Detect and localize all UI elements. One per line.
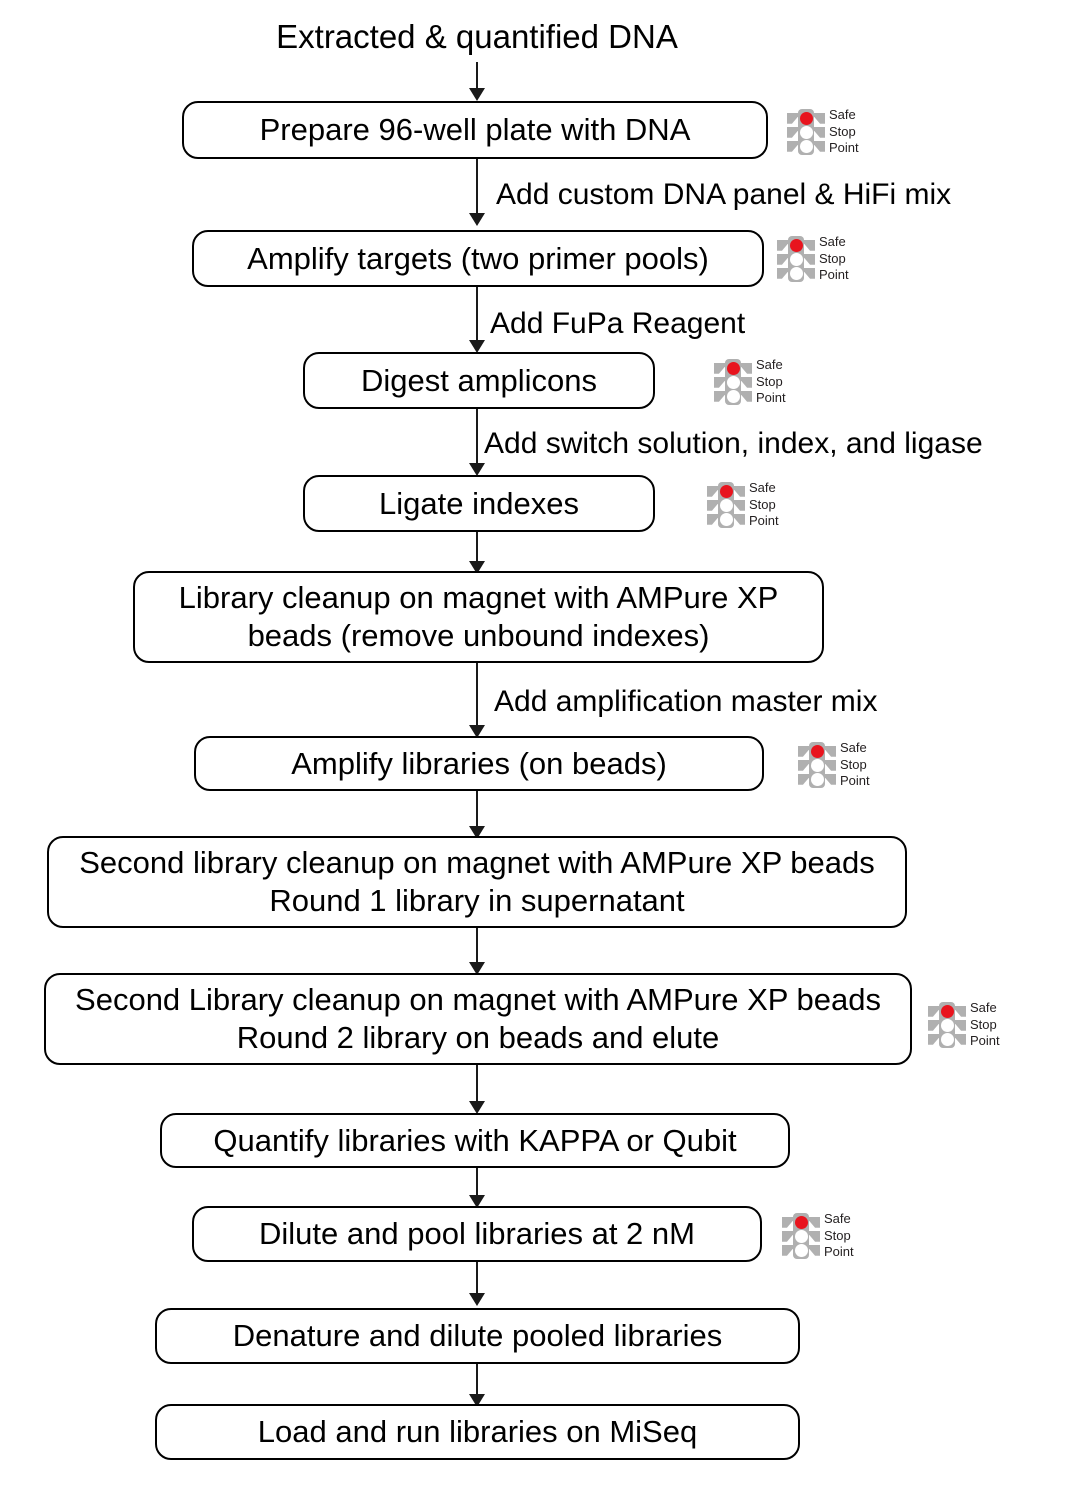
connector-n6-to-n7 bbox=[476, 791, 478, 833]
node-second-library-cleanup-round1[interactable]: Second library cleanup on magnet with AM… bbox=[47, 836, 907, 928]
badge-line-1: Safe bbox=[970, 1000, 997, 1015]
safe-stop-point-badge-1: Safe Stop Point bbox=[787, 107, 859, 157]
node-label: Prepare 96-well plate with DNA bbox=[259, 112, 691, 148]
badge-line-2: Stop bbox=[829, 123, 856, 139]
connector-n10-to-n11 bbox=[476, 1262, 478, 1300]
node-label: Digest amplicons bbox=[360, 362, 598, 398]
safe-stop-point-text: Safe Stop Point bbox=[829, 107, 859, 157]
badge-line-3: Point bbox=[749, 513, 779, 528]
node-label: Amplify targets (two primer pools) bbox=[247, 240, 709, 276]
badge-line-3: Point bbox=[756, 390, 786, 405]
safe-stop-point-text: Safe Stop Point bbox=[824, 1211, 854, 1261]
badge-line-1: Safe bbox=[840, 740, 867, 755]
node-label: Library cleanup on magnet with AMPure XP… bbox=[178, 580, 779, 653]
safe-stop-point-badge-5: Safe Stop Point bbox=[798, 740, 870, 790]
safe-stop-point-text: Safe Stop Point bbox=[749, 480, 779, 530]
arrowhead-n2-to-n3 bbox=[469, 340, 485, 353]
node-label: Load and run libraries on MiSeq bbox=[257, 1414, 698, 1450]
badge-line-1: Safe bbox=[756, 357, 783, 372]
node-label: Quantify libraries with KAPPA or Qubit bbox=[213, 1122, 737, 1158]
badge-line-2: Stop bbox=[970, 1016, 997, 1032]
edge-label-add-amplification-mix: Add amplification master mix bbox=[494, 685, 878, 718]
badge-line-2: Stop bbox=[749, 496, 776, 512]
arrowhead-n3-to-n4 bbox=[469, 463, 485, 476]
traffic-light-icon bbox=[787, 108, 825, 155]
edge-label-add-switch-solution: Add switch solution, index, and ligase bbox=[484, 427, 983, 460]
safe-stop-point-text: Safe Stop Point bbox=[840, 740, 870, 790]
badge-line-3: Point bbox=[840, 773, 870, 788]
badge-line-2: Stop bbox=[840, 756, 867, 772]
arrowhead-n1-to-n2 bbox=[469, 213, 485, 226]
node-digest-amplicons[interactable]: Digest amplicons bbox=[303, 352, 655, 409]
connector-n4-to-n5 bbox=[476, 532, 478, 568]
safe-stop-point-badge-6: Safe Stop Point bbox=[928, 1000, 1000, 1050]
node-label: Ligate indexes bbox=[379, 485, 579, 521]
badge-line-1: Safe bbox=[819, 234, 846, 249]
badge-line-3: Point bbox=[824, 1244, 854, 1259]
arrowhead-n10-to-n11 bbox=[469, 1293, 485, 1306]
node-load-run-miseq[interactable]: Load and run libraries on MiSeq bbox=[155, 1404, 800, 1460]
node-label: Second Library cleanup on magnet with AM… bbox=[75, 982, 881, 1055]
badge-line-2: Stop bbox=[819, 250, 846, 266]
badge-line-1: Safe bbox=[824, 1211, 851, 1226]
badge-line-3: Point bbox=[970, 1033, 1000, 1048]
safe-stop-point-badge-7: Safe Stop Point bbox=[782, 1211, 854, 1261]
diagram-title: Extracted & quantified DNA bbox=[276, 18, 678, 55]
node-denature-dilute-pooled[interactable]: Denature and dilute pooled libraries bbox=[155, 1308, 800, 1364]
edge-label-add-panel: Add custom DNA panel & HiFi mix bbox=[496, 178, 952, 211]
traffic-light-icon bbox=[777, 235, 815, 282]
traffic-light-icon bbox=[714, 358, 752, 405]
connector-n9-to-n10 bbox=[476, 1168, 478, 1201]
node-quantify-libraries[interactable]: Quantify libraries with KAPPA or Qubit bbox=[160, 1113, 790, 1168]
connector-n2-to-n3 bbox=[476, 287, 478, 347]
connector-n11-to-n12 bbox=[476, 1364, 478, 1401]
arrowhead-n7-to-n8 bbox=[469, 962, 485, 975]
node-second-library-cleanup-round2[interactable]: Second Library cleanup on magnet with AM… bbox=[44, 973, 912, 1065]
badge-line-1: Safe bbox=[749, 480, 776, 495]
connector-n1-to-n2 bbox=[476, 159, 478, 218]
safe-stop-point-text: Safe Stop Point bbox=[756, 357, 786, 407]
arrowhead-n6-to-n7 bbox=[469, 826, 485, 839]
node-amplify-libraries[interactable]: Amplify libraries (on beads) bbox=[194, 736, 764, 791]
connector-n8-to-n9 bbox=[476, 1065, 478, 1110]
node-ligate-indexes[interactable]: Ligate indexes bbox=[303, 475, 655, 532]
arrowhead-title-to-n1 bbox=[469, 88, 485, 101]
badge-line-1: Safe bbox=[829, 107, 856, 122]
safe-stop-point-badge-2: Safe Stop Point bbox=[777, 234, 849, 284]
badge-line-3: Point bbox=[819, 267, 849, 282]
connector-n5-to-n6 bbox=[476, 663, 478, 730]
safe-stop-point-badge-4: Safe Stop Point bbox=[707, 480, 779, 530]
traffic-light-icon bbox=[798, 741, 836, 788]
traffic-light-icon bbox=[707, 481, 745, 528]
arrowhead-n11-to-n12 bbox=[469, 1394, 485, 1407]
arrowhead-n8-to-n9 bbox=[469, 1101, 485, 1114]
badge-line-2: Stop bbox=[756, 373, 783, 389]
connector-title-to-n1 bbox=[476, 62, 478, 94]
node-amplify-targets[interactable]: Amplify targets (two primer pools) bbox=[192, 230, 764, 287]
arrowhead-n5-to-n6 bbox=[469, 725, 485, 738]
safe-stop-point-text: Safe Stop Point bbox=[819, 234, 849, 284]
node-dilute-pool-libraries[interactable]: Dilute and pool libraries at 2 nM bbox=[192, 1206, 762, 1262]
connector-n7-to-n8 bbox=[476, 928, 478, 971]
arrowhead-n4-to-n5 bbox=[469, 561, 485, 574]
edge-label-add-fupa: Add FuPa Reagent bbox=[490, 307, 746, 340]
badge-line-3: Point bbox=[829, 140, 859, 155]
connector-n3-to-n4 bbox=[476, 409, 478, 469]
node-label: Dilute and pool libraries at 2 nM bbox=[259, 1216, 695, 1252]
node-label: Second library cleanup on magnet with AM… bbox=[79, 845, 875, 918]
node-label: Amplify libraries (on beads) bbox=[291, 745, 667, 781]
traffic-light-icon bbox=[782, 1212, 820, 1259]
node-prepare-plate[interactable]: Prepare 96-well plate with DNA bbox=[182, 101, 768, 159]
badge-line-2: Stop bbox=[824, 1227, 851, 1243]
safe-stop-point-text: Safe Stop Point bbox=[970, 1000, 1000, 1050]
node-library-cleanup[interactable]: Library cleanup on magnet with AMPure XP… bbox=[133, 571, 824, 663]
safe-stop-point-badge-3: Safe Stop Point bbox=[714, 357, 786, 407]
node-label: Denature and dilute pooled libraries bbox=[232, 1318, 723, 1354]
arrowhead-n9-to-n10 bbox=[469, 1195, 485, 1208]
traffic-light-icon bbox=[928, 1001, 966, 1048]
